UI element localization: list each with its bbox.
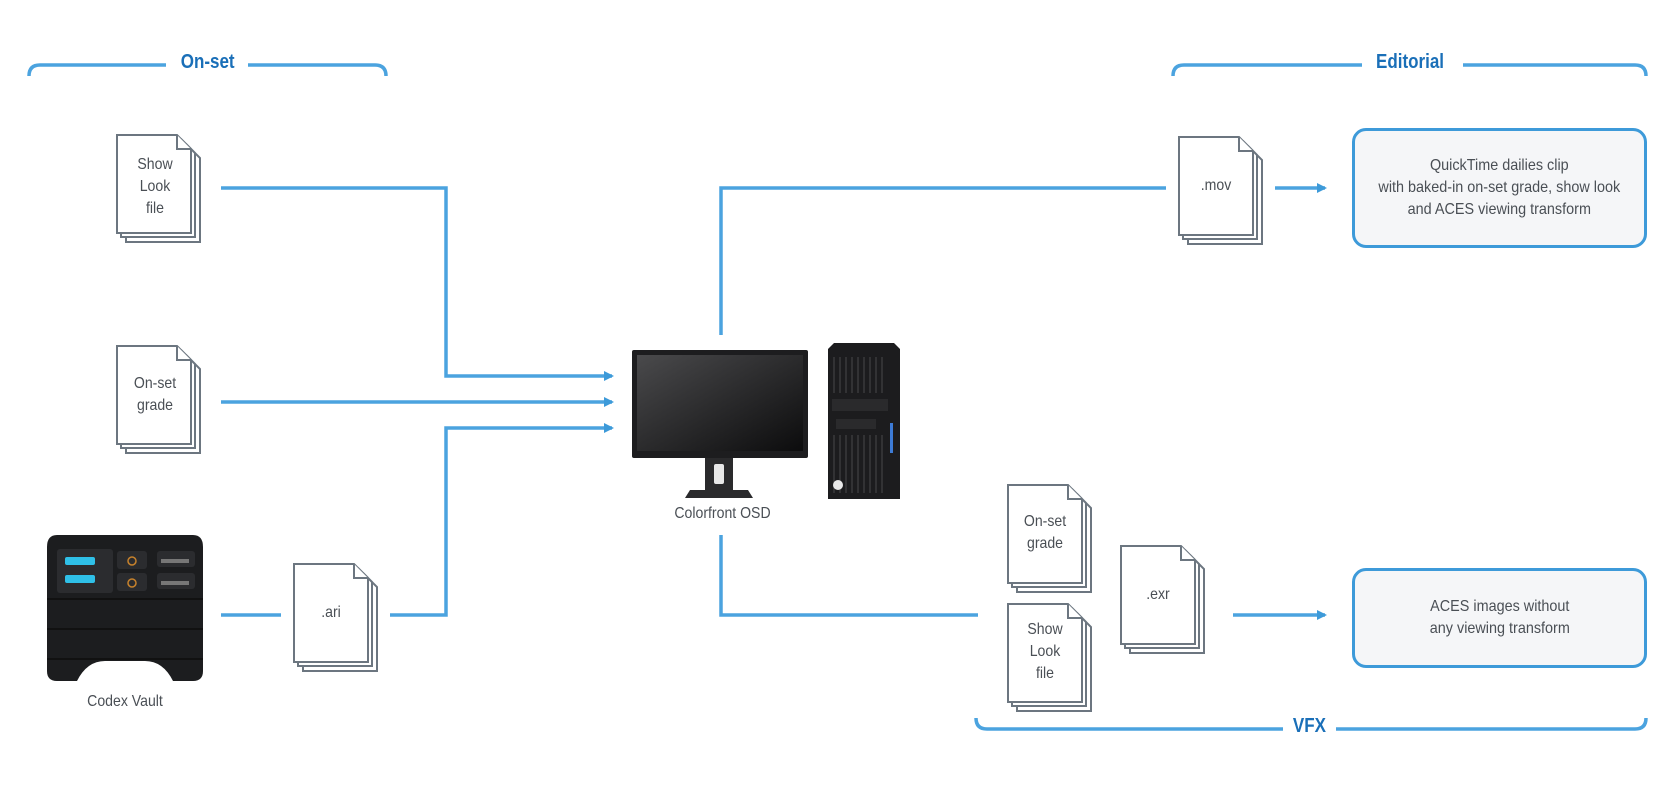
output-line: with baked-in on-set grade, show look (1378, 179, 1621, 196)
doc-label-line: grade (1026, 535, 1063, 552)
doc-label-exr: .exr (1146, 586, 1170, 603)
doc-label-line: Look (1029, 643, 1061, 660)
doc-label-vfx-onset-grade: On-set grade (1014, 511, 1076, 555)
document-stack-icon (293, 563, 378, 672)
output-text-editorial: QuickTime dailies clip with baked-in on-… (1379, 155, 1621, 221)
doc-label-line: grade (136, 397, 173, 414)
doc-label-line: On-set (1023, 513, 1067, 530)
doc-label-vfx-show-look-file: Show Look file (1014, 619, 1076, 685)
doc-label-line: file (1035, 665, 1054, 682)
device-label-codex-vault: Codex Vault (87, 693, 163, 710)
doc-label-onset-grade: On-set grade (124, 373, 186, 417)
document-stack-icon (116, 345, 201, 454)
device-label-colorfront: Colorfront OSD (674, 505, 771, 522)
doc-label-line: Show (1027, 621, 1063, 638)
output-line: ACES images without (1429, 598, 1570, 615)
doc-label-show-look-file: Show Look file (124, 154, 186, 220)
doc-label-mov: .mov (1200, 177, 1232, 194)
doc-label-line: file (145, 200, 164, 217)
connector-colorfront-mov (719, 186, 1166, 335)
document-stack-icon (116, 134, 201, 243)
connector-ari (390, 423, 614, 617)
output-box-vfx: ACES images without any viewing transfor… (1352, 568, 1647, 668)
doc-label-ari: .ari (321, 604, 341, 621)
document-stack-icon (1007, 484, 1092, 593)
output-line: QuickTime dailies clip (1430, 157, 1569, 174)
workstation-tower-icon (828, 343, 900, 499)
doc-label-line: On-set (133, 375, 177, 392)
document-stack-icon (1007, 603, 1092, 712)
section-title-editorial: Editorial (1369, 51, 1451, 74)
codex-vault-icon (47, 535, 203, 681)
connector-colorfront-vfx (719, 535, 978, 617)
onset-bracket (27, 63, 388, 77)
output-text-vfx: ACES images without any viewing transfor… (1429, 596, 1569, 640)
output-line: any viewing transform (1429, 620, 1570, 637)
doc-label-line: Look (139, 178, 171, 195)
document-stack-icon (1178, 136, 1263, 245)
output-line: and ACES viewing transform (1407, 201, 1592, 218)
vfx-bracket (974, 717, 1648, 731)
monitor-icon (632, 350, 808, 498)
document-stack-icon (1120, 545, 1205, 654)
output-box-editorial: QuickTime dailies clip with baked-in on-… (1352, 128, 1647, 248)
editorial-bracket (1171, 63, 1648, 77)
section-title-onset: On-set (173, 51, 242, 74)
doc-label-line: Show (137, 156, 173, 173)
section-title-vfx: VFX (1286, 715, 1333, 738)
connector-showlook (221, 186, 614, 381)
